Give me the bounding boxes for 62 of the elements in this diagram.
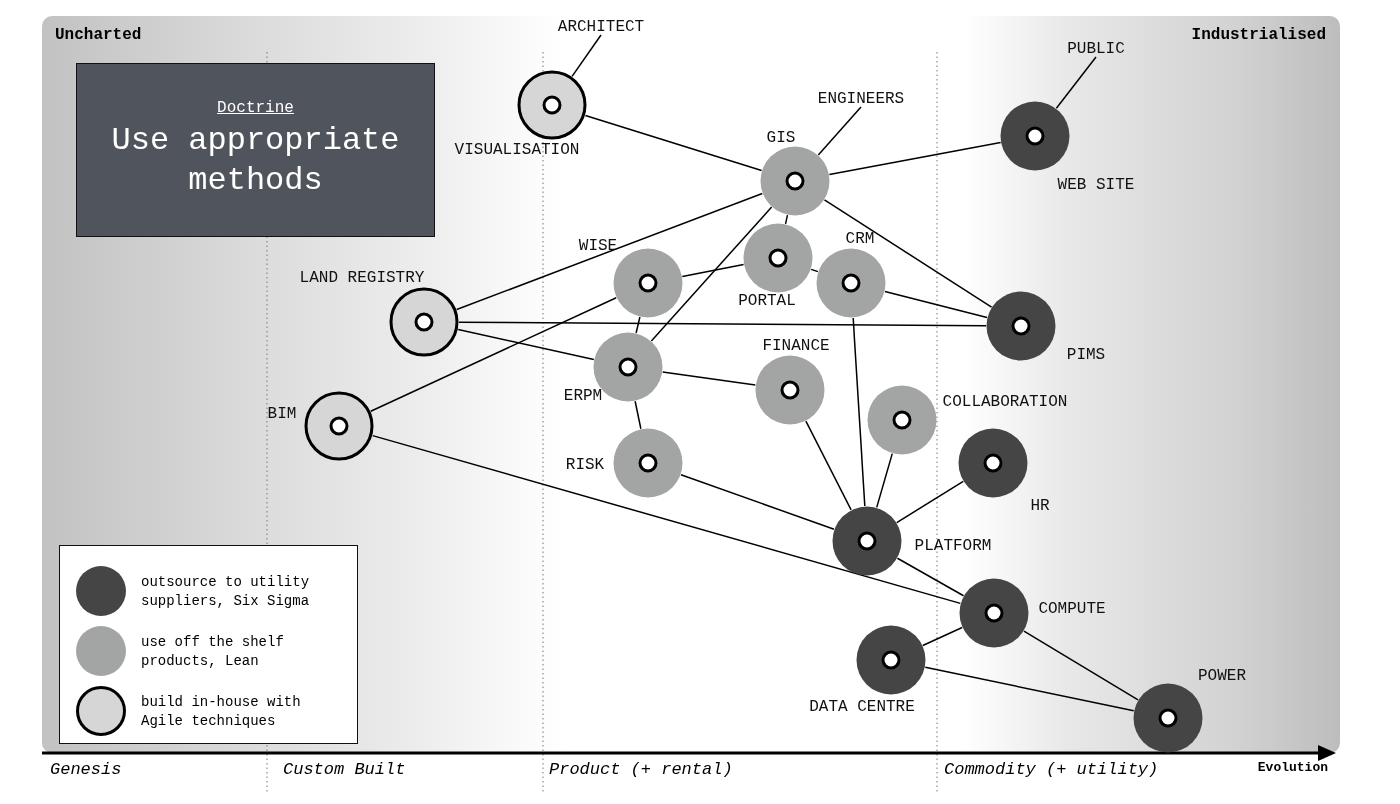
legend-text: build in-house with Agile techniques [141,693,302,731]
doctrine-text: Use appropriate methods [110,121,401,201]
connector-line [680,474,835,530]
component-label: BIM [267,406,297,422]
component-label: CRM [845,231,875,247]
corner-label: Uncharted [55,27,142,43]
connector-line [805,420,852,511]
component-label: VISUALISATION [454,142,580,158]
component-label: COMPUTE [1038,601,1106,617]
connector-line [371,434,962,605]
component-label: PIMS [1066,347,1106,363]
connector-line [823,199,993,308]
component-label: POWER [1198,668,1246,684]
corner-label: Industrialised [1191,27,1326,43]
doctrine-card [76,63,435,237]
connector-line [810,268,819,273]
legend-text: outsource to utility suppliers, Six Sigma [141,573,311,611]
connector-line [661,371,757,386]
connector-line [852,317,866,507]
connector-line [458,321,987,327]
component-label: GIS [766,130,796,146]
stage-label: Product (+ rental) [549,761,733,778]
component-label: RISK [565,457,605,473]
connector-line [571,34,602,78]
legend-text: use off the shelf products, Lean [141,633,285,671]
actor-label: ARCHITECT [557,19,645,35]
component-label: COLLABORATION [942,394,1068,410]
actor-label: ENGINEERS [817,91,905,107]
component-label: DATA CENTRE [809,699,915,715]
component-label: FINANCE [762,338,830,354]
connector-line [370,296,617,413]
doctrine-heading: Doctrine [217,99,294,117]
connector-line [922,626,963,647]
connector-line [784,214,789,225]
connector-line [876,452,893,509]
actor-label: PUBLIC [1067,41,1125,57]
connector-line [896,480,964,524]
connector-line [681,263,745,278]
connector-line [584,114,763,172]
connector-line [634,400,642,430]
stage-label: Custom Built [283,761,406,778]
component-label: WISE [578,238,618,254]
connector-line [924,666,1135,712]
axis-label: Evolution [1257,761,1328,774]
component-label: PORTAL [738,293,796,309]
connector-line [896,557,965,597]
connector-line [635,316,641,334]
connector-line [1023,630,1139,701]
component-label: LAND REGISTRY [299,270,425,286]
connector-line [817,106,862,156]
stage-label: Commodity (+ utility) [944,761,1159,778]
connector-line [455,192,764,311]
component-label: PLATFORM [914,538,992,554]
component-label: WEB SITE [1057,177,1135,193]
connector-line [650,206,773,342]
connector-line [457,328,595,361]
connector-line [884,290,988,319]
connector-line [1055,56,1097,110]
stage-label: Genesis [50,761,122,778]
component-label: HR [1030,498,1050,514]
component-label: ERPM [563,388,603,404]
connector-line [828,141,1002,176]
